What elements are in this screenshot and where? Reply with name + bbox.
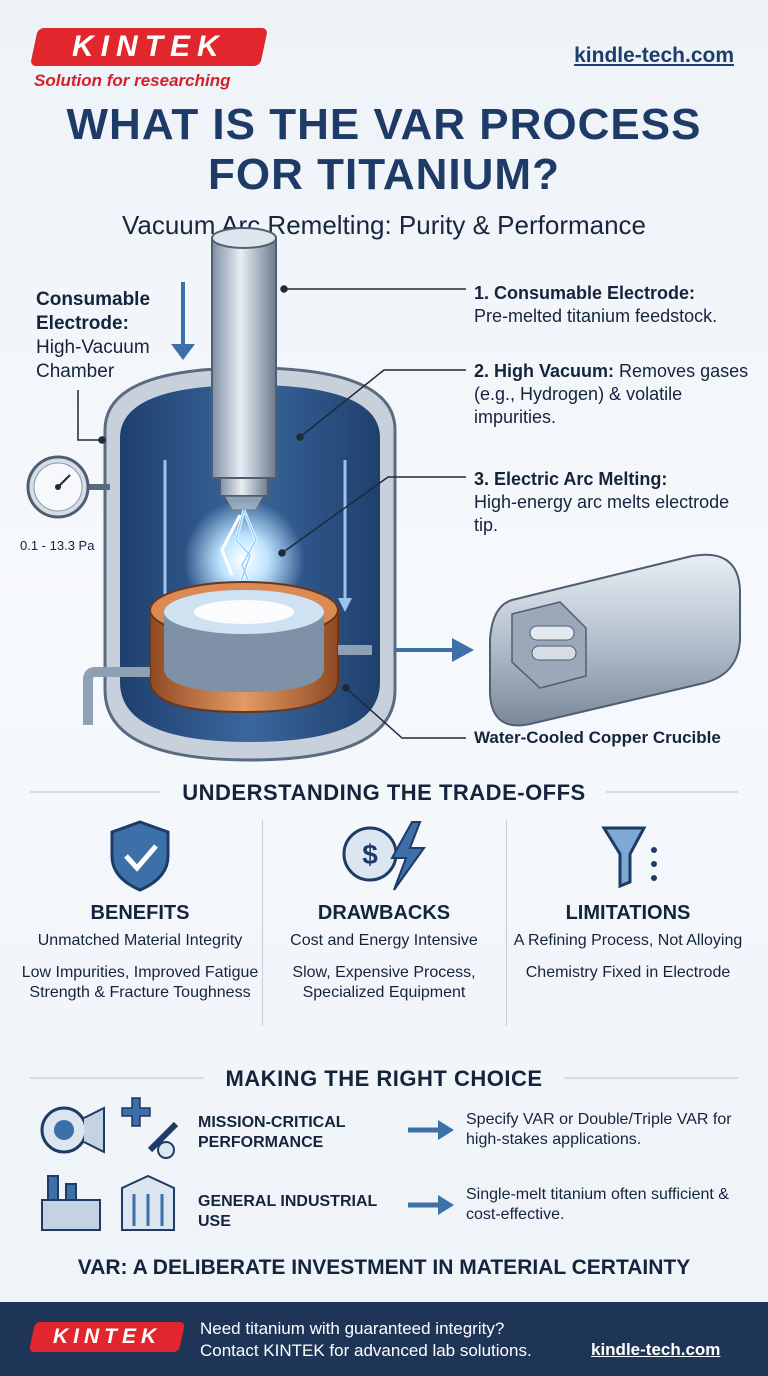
choice-1-label-line-2: PERFORMANCE: [198, 1134, 324, 1151]
pressure-gauge: [26, 455, 110, 519]
svg-text:$: $: [362, 839, 378, 870]
copper-crucible: [149, 581, 339, 714]
step-3-text: High-energy arc melts electrode tip.: [474, 492, 730, 535]
titanium-ingot: [489, 553, 741, 727]
industrial-building-icon: [121, 1174, 175, 1231]
medical-syringe-icon: [121, 1097, 179, 1159]
step-2-text: Removes gases (e.g., Hydrogen) & volatil…: [474, 361, 749, 427]
callout-lines: [77, 285, 466, 739]
step-high-vacuum: 2. High Vacuum: Removes gases (e.g., Hyd…: [474, 360, 754, 429]
footer-line-2: Contact KINTEK for advanced lab solution…: [200, 1341, 532, 1360]
water-pipes: [83, 645, 372, 725]
step-1-text: Pre-melted titanium feedstock.: [474, 306, 718, 326]
footer-logo-text: KINTEK: [52, 1325, 162, 1348]
drawbacks-heading: DRAWBACKS: [317, 902, 451, 924]
drawbacks-column: DRAWBACKS Cost and Energy Intensive Slow…: [264, 820, 504, 1003]
electrode-label-line-2: Electrode:: [36, 313, 129, 334]
footer-message: Need titanium with guaranteed integrity?…: [200, 1318, 532, 1362]
output-arrow-icon: [395, 638, 474, 662]
pressure-readout: 0.1 - 13.3 Pa: [20, 538, 95, 553]
chamber-label: High-Vacuum Chamber: [36, 336, 150, 384]
choice-mission-critical-label: MISSION-CRITICAL PERFORMANCE: [198, 1113, 346, 1153]
choice-1-label-line-1: MISSION-CRITICAL: [198, 1114, 346, 1131]
crucible-label: Water-Cooled Copper Crucible: [474, 728, 721, 747]
choice-mission-critical-text: Specify VAR or Double/Triple VAR for hig…: [466, 1111, 732, 1148]
footer-site-link[interactable]: kindle-tech.com: [591, 1340, 721, 1359]
step-electric-arc: 3. Electric Arc Melting: High-energy arc…: [474, 468, 754, 537]
choice-general-industrial-text: Single-melt titanium often sufficient & …: [466, 1186, 729, 1223]
limitations-heading: LIMITATIONS: [565, 902, 691, 924]
electrode-label-line-1: Consumable: [36, 289, 151, 310]
site-link[interactable]: kindle-tech.com: [574, 44, 734, 67]
limitations-detail: Chemistry Fixed in Electrode: [525, 964, 731, 981]
choice-2-label-line-1: GENERAL INDUSTRIAL: [198, 1193, 378, 1210]
dollar-lightning-icon: $: [342, 821, 426, 891]
closing-statement: VAR: A DELIBERATE INVESTMENT IN MATERIAL…: [77, 1256, 691, 1279]
electrode-side-label: Consumable Electrode:: [36, 288, 150, 336]
arrow-right-icon: [408, 1120, 454, 1140]
column-divider: [506, 820, 507, 1026]
limitations-summary: A Refining Process, Not Alloying: [513, 932, 743, 949]
jet-engine-icon: [40, 1106, 105, 1154]
benefits-summary: Unmatched Material Integrity: [37, 932, 243, 949]
benefits-detail: Low Impurities, Improved Fatigue Strengt…: [21, 964, 259, 1001]
limitations-column: LIMITATIONS A Refining Process, Not Allo…: [508, 820, 748, 983]
flow-arrow-down-icon: [171, 282, 195, 360]
page-title: WHAT IS THE VAR PROCESS FOR TITANIUM?: [0, 100, 768, 200]
step-2-title: 2. High Vacuum:: [474, 361, 615, 381]
chamber-label-line-2: Chamber: [36, 361, 115, 382]
factory-icon: [41, 1175, 101, 1231]
choice-title: MAKING THE RIGHT CHOICE: [225, 1066, 543, 1091]
title-line-2: FOR TITANIUM?: [208, 150, 560, 199]
consumable-electrode: [211, 227, 277, 511]
column-divider: [262, 820, 263, 1026]
step-3-title: 3. Electric Arc Melting:: [474, 469, 668, 489]
choice-general-industrial-label: GENERAL INDUSTRIAL USE: [198, 1192, 377, 1232]
title-line-1: WHAT IS THE VAR PROCESS: [66, 100, 702, 149]
tagline: Solution for researching: [34, 71, 231, 90]
drawbacks-detail: Slow, Expensive Process, Specialized Equ…: [292, 964, 476, 1001]
benefits-column: BENEFITS Unmatched Material Integrity Lo…: [20, 820, 260, 1003]
funnel-icon: [601, 826, 657, 889]
chamber-label-line-1: High-Vacuum: [36, 337, 150, 358]
choice-2-label-line-2: USE: [198, 1213, 231, 1230]
page-subtitle: Vacuum Arc Remelting: Purity & Performan…: [121, 210, 647, 240]
benefits-heading: BENEFITS: [90, 902, 190, 924]
shield-check-icon: [110, 820, 170, 892]
step-consumable-electrode: 1. Consumable Electrode: Pre-melted tita…: [474, 282, 754, 328]
step-1-title: 1. Consumable Electrode:: [474, 283, 696, 303]
arrow-right-icon: [408, 1195, 454, 1215]
drawbacks-summary: Cost and Energy Intensive: [290, 932, 478, 949]
tradeoffs-title: UNDERSTANDING THE TRADE-OFFS: [182, 780, 586, 805]
footer-line-1: Need titanium with guaranteed integrity?: [200, 1319, 505, 1338]
footer-kintek-logo[interactable]: KINTEK: [28, 1322, 186, 1352]
